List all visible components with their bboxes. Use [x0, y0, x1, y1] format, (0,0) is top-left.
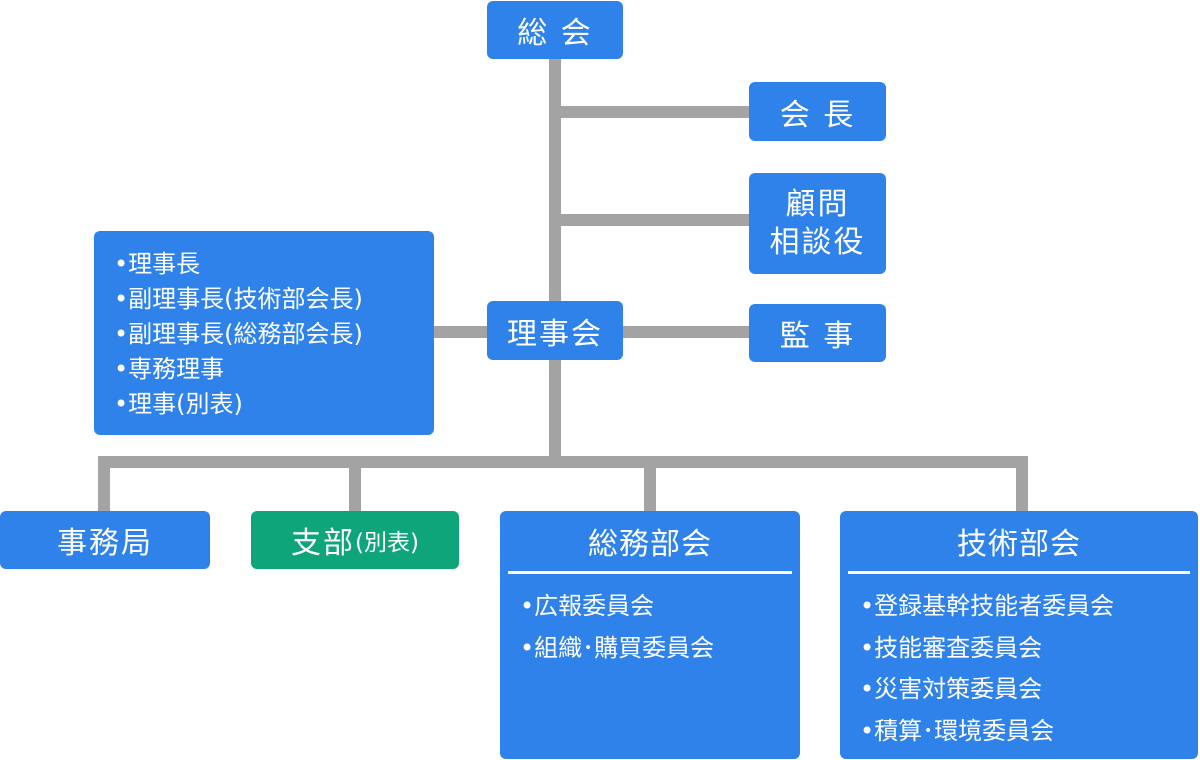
connector-secretariat: [98, 456, 110, 511]
committee-item: 広報委員会: [520, 586, 800, 628]
technical-committees: 登録基幹技能者委員会 技能審査委員会 災害対策委員会 積算･環境委員会: [840, 574, 1198, 752]
connector-trunk-top: [549, 58, 561, 301]
board-member-item: 理事(別表): [114, 387, 434, 422]
board-member-item: 副理事長(技術部会長): [114, 282, 434, 317]
board-members-list: 理事長 副理事長(技術部会長) 副理事長(総務部会長) 専務理事 理事(別表): [114, 247, 434, 422]
connector-auditor: [623, 326, 749, 338]
committee-item: 組織･購買委員会: [520, 628, 800, 670]
president-box: 会 長: [749, 82, 886, 141]
general-affairs-box: 総務部会 広報委員会 組織･購買委員会: [500, 511, 800, 759]
branch-note: (別表): [355, 530, 419, 556]
connector-branch-bar: [98, 456, 1028, 468]
connector-trunk-bottom: [549, 360, 561, 457]
connector-general-affairs: [644, 456, 656, 511]
secretariat-box: 事務局: [0, 511, 210, 569]
board-box: 理事会: [487, 301, 623, 360]
connector-advisor: [561, 214, 749, 226]
committee-item: 積算･環境委員会: [860, 711, 1198, 753]
branch-box: 支部(別表): [251, 511, 459, 569]
board-member-item: 専務理事: [114, 352, 434, 387]
technical-divider: [848, 571, 1190, 574]
advisor-box: 顧問 相談役: [749, 173, 886, 274]
technical-title: 技術部会: [957, 527, 1081, 562]
committee-item: 登録基幹技能者委員会: [860, 586, 1198, 628]
connector-branch: [349, 456, 361, 511]
board-members-box: 理事長 副理事長(技術部会長) 副理事長(総務部会長) 専務理事 理事(別表): [94, 231, 434, 435]
general-affairs-divider: [508, 571, 792, 574]
auditor-box: 監 事: [749, 304, 886, 362]
connector-president: [561, 106, 749, 118]
consultant-label: 相談役: [769, 224, 866, 260]
general-meeting-box: 総 会: [487, 1, 623, 59]
technical-box: 技術部会 登録基幹技能者委員会 技能審査委員会 災害対策委員会 積算･環境委員会: [840, 511, 1198, 759]
committee-item: 技能審査委員会: [860, 628, 1198, 670]
committee-item: 災害対策委員会: [860, 669, 1198, 711]
branch-label: 支部: [291, 526, 356, 561]
advisor-label: 顧問: [785, 186, 850, 222]
connector-technical: [1016, 456, 1028, 511]
board-member-item: 理事長: [114, 247, 434, 282]
board-member-item: 副理事長(総務部会長): [114, 317, 434, 352]
general-affairs-committees: 広報委員会 組織･購買委員会: [500, 574, 800, 669]
connector-board-members: [433, 326, 488, 338]
general-affairs-title: 総務部会: [588, 527, 712, 562]
